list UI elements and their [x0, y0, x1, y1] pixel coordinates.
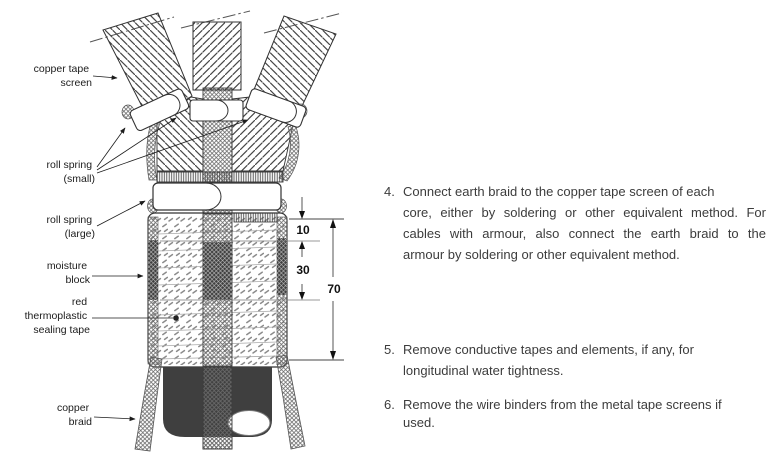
item-6-number: 6.: [384, 397, 395, 412]
label-roll-spring-small: roll spring (small): [47, 159, 95, 185]
roll-springs-small: [121, 88, 308, 132]
dimension-10: 10: [296, 223, 310, 237]
copper-braid-right: [275, 354, 306, 450]
instruction-item-6: 6. Remove the wire binders from the meta…: [384, 396, 766, 432]
item-4-line-2: core, either by soldering or other equiv…: [403, 205, 766, 220]
item-5-line-2: longitudinal water tightness.: [403, 363, 564, 378]
item-4-text: Connect earth braid to the copper tape s…: [403, 181, 766, 265]
leader-lines: [92, 75, 249, 422]
sealing-body: [147, 212, 288, 368]
item-6-line-2: used.: [403, 415, 435, 430]
dimensions: [160, 197, 344, 361]
cable-bottom: [134, 354, 306, 452]
moisture-block-center: [203, 242, 232, 300]
item-5-line-1: Remove conductive tapes and elements, if…: [403, 342, 694, 357]
label-copper-braid: copper braid: [57, 402, 92, 428]
item-4-line-1: Connect earth braid to the copper tape s…: [403, 184, 715, 199]
instruction-item-4: 4. Connect earth braid to the copper tap…: [384, 181, 766, 265]
instruction-item-5: 5. Remove conductive tapes and elements,…: [384, 339, 766, 381]
label-copper-tape-screen: copper tape screen: [34, 63, 93, 89]
diagram-labels: copper tape screen roll spring (small) r…: [25, 63, 95, 428]
item-4-line-3: cables with armour, also connect the ear…: [403, 226, 766, 241]
label-moisture-block: moisture block: [47, 260, 91, 286]
label-sealing-tape: red thermoplastic sealing tape: [25, 296, 91, 336]
center-core: [192, 21, 242, 91]
item-4-line-4: armour by soldering or other equivalent …: [403, 247, 680, 262]
core-end-face: [227, 410, 271, 436]
dimension-30: 30: [296, 263, 310, 277]
item-4-number: 4.: [384, 184, 395, 199]
cable-termination-diagram: 10 30 70 copper tape screen roll spring …: [25, 10, 344, 452]
item-6-text: Remove the wire binders from the metal t…: [403, 396, 766, 432]
binder-band-top: [233, 212, 278, 223]
moisture-block-right: [277, 238, 287, 295]
leader-dot: [173, 315, 179, 321]
copper-braid-left: [134, 356, 163, 452]
item-6-line-1: Remove the wire binders from the metal t…: [403, 397, 722, 412]
dimension-70: 70: [327, 282, 341, 296]
moisture-block-left: [148, 240, 158, 300]
label-roll-spring-large: roll spring (large): [47, 214, 95, 240]
spring-small-center: [189, 99, 244, 122]
item-5-number: 5.: [384, 342, 395, 357]
roll-spring-large: [147, 182, 287, 214]
item-5-text: Remove conductive tapes and elements, if…: [403, 339, 766, 381]
wire-binder-band: [156, 171, 284, 183]
